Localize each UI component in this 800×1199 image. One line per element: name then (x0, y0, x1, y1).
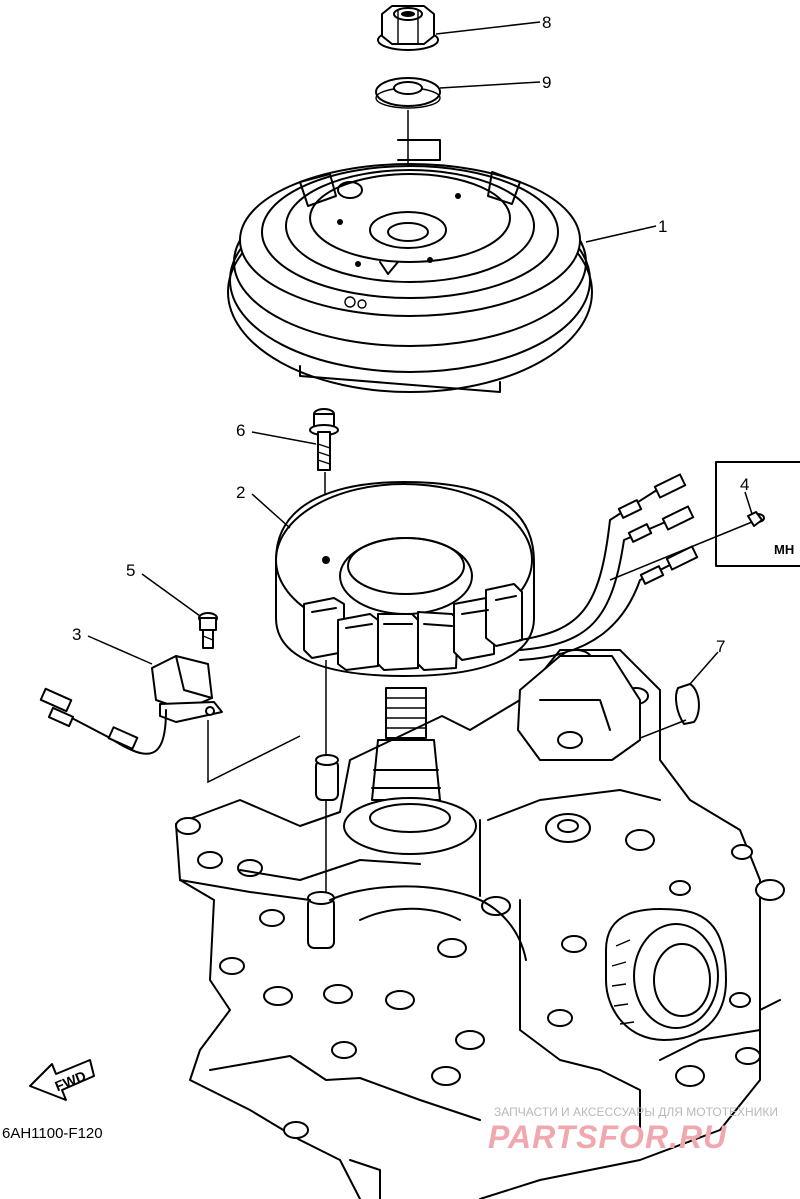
part-screw (747, 511, 765, 527)
callout-6: 6 (236, 421, 245, 440)
block-bosses (175, 649, 785, 1139)
part-woodruff-key (675, 683, 700, 725)
leader-lines (87, 21, 753, 685)
callout-3: 3 (72, 625, 81, 644)
watermark-logo: PARTSFOR.RU (488, 1119, 727, 1155)
forward-direction-arrow: FWD (29, 1059, 95, 1101)
part-pulser-screw (198, 612, 218, 649)
callout-8: 8 (542, 13, 551, 32)
callout-9: 9 (542, 73, 551, 92)
inset-label-mh: MH (774, 542, 794, 557)
callout-2: 2 (236, 483, 245, 502)
watermark-caption: ЗАПЧАСТИ И АКСЕССУАРЫ ДЛЯ МОТОТЕХНИКИ (494, 1105, 778, 1119)
callout-5: 5 (126, 561, 135, 580)
part-flange-nut (377, 5, 439, 51)
part-stator-assembly (275, 473, 699, 677)
callout-7: 7 (716, 637, 725, 656)
drawing-code: 6AH1100-F120 (2, 1125, 103, 1142)
cylinder-block (175, 649, 785, 1199)
callout-1: 1 (658, 217, 667, 236)
inset-box (609, 461, 800, 581)
forward-label: FWD (53, 1068, 89, 1095)
stator-coils (303, 583, 523, 671)
block-housing (517, 655, 641, 761)
callout-numbers: 8 9 1 6 2 4 5 3 7 MH (72, 13, 794, 656)
part-washer (375, 77, 441, 109)
part-stator-bolt (309, 408, 339, 471)
block-gear (605, 907, 727, 1041)
watermark: ЗАПЧАСТИ И АКСЕССУАРЫ ДЛЯ МОТОТЕХНИКИ PA… (488, 1105, 778, 1155)
callout-4: 4 (740, 475, 749, 494)
part-flywheel-magneto (227, 139, 593, 393)
part-pulser-coil (39, 655, 223, 755)
